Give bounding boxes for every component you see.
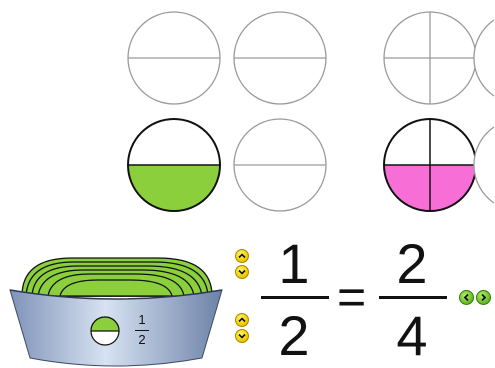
equals-sign: = <box>337 269 367 325</box>
previous-button[interactable] <box>459 290 474 305</box>
left-fraction-denominator: 2 <box>278 304 310 367</box>
quarters-circle-shaded[interactable] <box>380 117 480 213</box>
basket-label-bar <box>135 330 149 331</box>
quarters-circle-bottom-right-partial[interactable] <box>473 117 495 213</box>
chevron-up-icon <box>238 317 246 323</box>
right-fraction-numerator: 2 <box>396 232 428 295</box>
chevron-left-icon <box>463 293 469 302</box>
denominator-up-button[interactable] <box>235 313 249 327</box>
basket-label-denominator: 2 <box>138 332 146 347</box>
next-button[interactable] <box>476 290 491 305</box>
halves-circle-bottom-right[interactable] <box>230 117 330 213</box>
halves-circle-shaded[interactable] <box>124 117 224 213</box>
numerator-down-button[interactable] <box>235 265 249 279</box>
halves-circle-top-right[interactable] <box>230 10 330 106</box>
basket-label-numerator: 1 <box>138 312 146 327</box>
chevron-down-icon <box>238 269 246 275</box>
chevron-right-icon <box>481 293 487 302</box>
halves-circle-top-left[interactable] <box>124 10 224 106</box>
right-fraction-denominator: 4 <box>396 304 428 367</box>
left-fraction-numerator: 1 <box>278 232 310 295</box>
quarters-circle-top-right-partial[interactable] <box>473 10 495 106</box>
chevron-down-icon <box>238 333 246 339</box>
quarters-circle-top-left[interactable] <box>380 10 480 106</box>
shaded-half-green <box>128 165 220 211</box>
chevron-up-icon <box>238 253 246 259</box>
basket-cards <box>21 257 213 297</box>
left-fraction-bar <box>261 296 329 299</box>
denominator-down-button[interactable] <box>235 329 249 343</box>
basket-graphic <box>9 257 223 367</box>
numerator-up-button[interactable] <box>235 249 249 263</box>
fraction-basket[interactable]: 1 2 <box>8 252 224 368</box>
right-fraction-bar <box>379 296 447 299</box>
